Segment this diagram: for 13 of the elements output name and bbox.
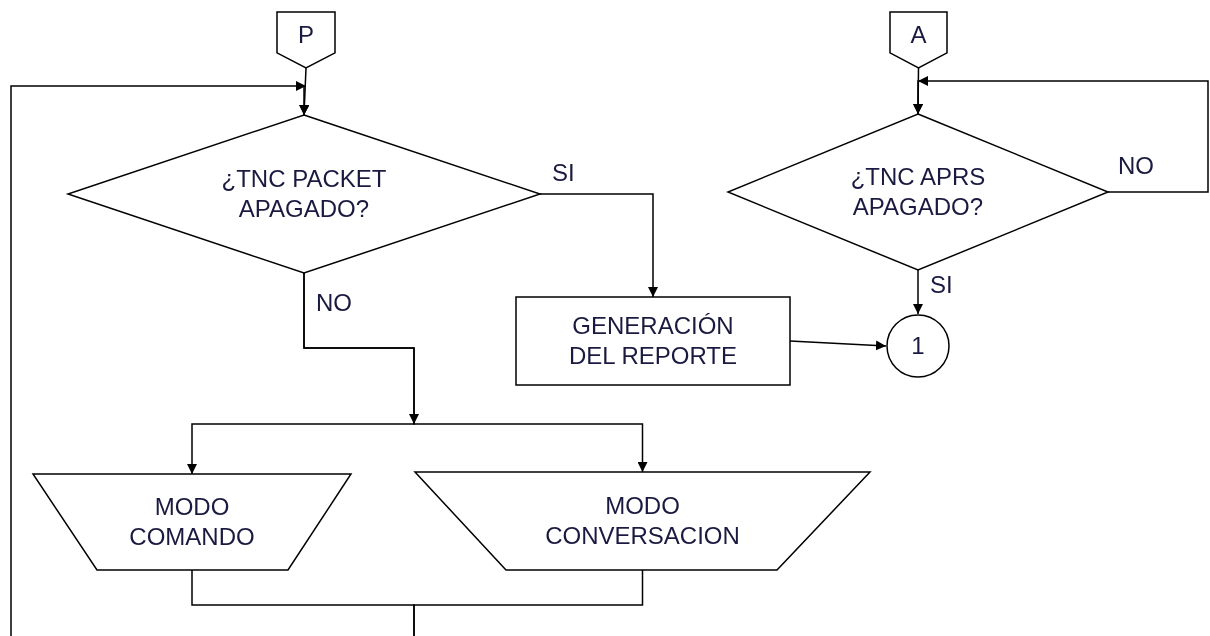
flow-arrow: [10, 85, 309, 636]
step-text: GENERACIÓN DEL REPORTE: [567, 311, 738, 371]
connector-label: 1: [911, 331, 925, 361]
flow-arrow: [303, 272, 648, 473]
flow-arrow: [913, 269, 923, 315]
flow-arrow: [539, 193, 658, 298]
flow-arrow: [913, 80, 1209, 193]
step-text: MODO CONVERSACION: [544, 491, 741, 551]
decision-text: ¿TNC PACKET APAGADO?: [220, 164, 388, 224]
step-text: MODO COMANDO: [128, 492, 256, 552]
decision-text: ¿TNC APRS APAGADO?: [849, 162, 987, 222]
connector-label: P: [298, 20, 314, 50]
connector-label: A: [910, 20, 927, 50]
